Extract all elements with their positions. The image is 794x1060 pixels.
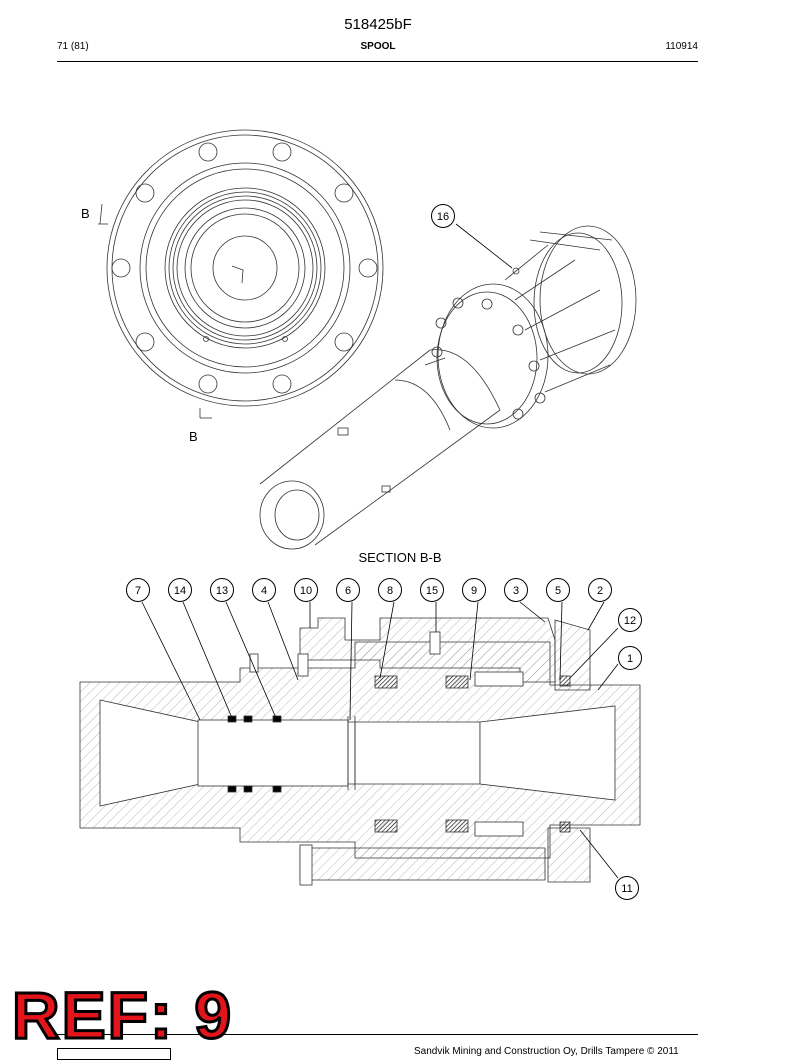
balloon-label: 9: [471, 585, 477, 597]
balloon-label: 8: [387, 585, 393, 597]
section-marker-bottom: B: [189, 429, 198, 444]
leaders: [141, 601, 619, 879]
balloon-label: 2: [597, 585, 603, 597]
balloon-16-label: 16: [437, 211, 449, 223]
date-code: 110914: [665, 41, 698, 52]
balloons-top: [126, 578, 612, 602]
leader-16: [455, 223, 513, 269]
balloon-label: 13: [216, 585, 228, 597]
balloons-right: [615, 608, 642, 900]
balloon-label: 1: [627, 653, 633, 665]
balloon-label: 6: [345, 585, 351, 597]
footer-rule: [57, 1034, 698, 1035]
balloon-label: 4: [261, 585, 267, 597]
balloon-label: 14: [174, 585, 186, 597]
ref-stamp: REF: 9: [10, 978, 234, 1052]
page-title: SPOOL: [360, 41, 396, 52]
footer-copyright: Sandvik Mining and Construction Oy, Dril…: [414, 1046, 679, 1057]
balloon-label: 5: [555, 585, 561, 597]
balloon-label: 11: [621, 883, 632, 895]
header-rule: [57, 61, 698, 62]
section-title: SECTION B-B: [358, 550, 441, 565]
section-marker-top: B: [81, 206, 90, 221]
balloon-label: 3: [513, 585, 519, 597]
front-view: [98, 129, 384, 419]
balloon-label: 10: [300, 585, 312, 597]
section-view: [79, 617, 641, 886]
page-number: 71 (81): [57, 41, 89, 52]
balloon-16: [431, 204, 455, 228]
balloon-label: 12: [624, 615, 636, 627]
balloon-label: 15: [426, 585, 438, 597]
isometric-view: [259, 225, 637, 550]
balloon-label: 7: [135, 585, 141, 597]
document-id: 518425bF: [344, 16, 412, 33]
